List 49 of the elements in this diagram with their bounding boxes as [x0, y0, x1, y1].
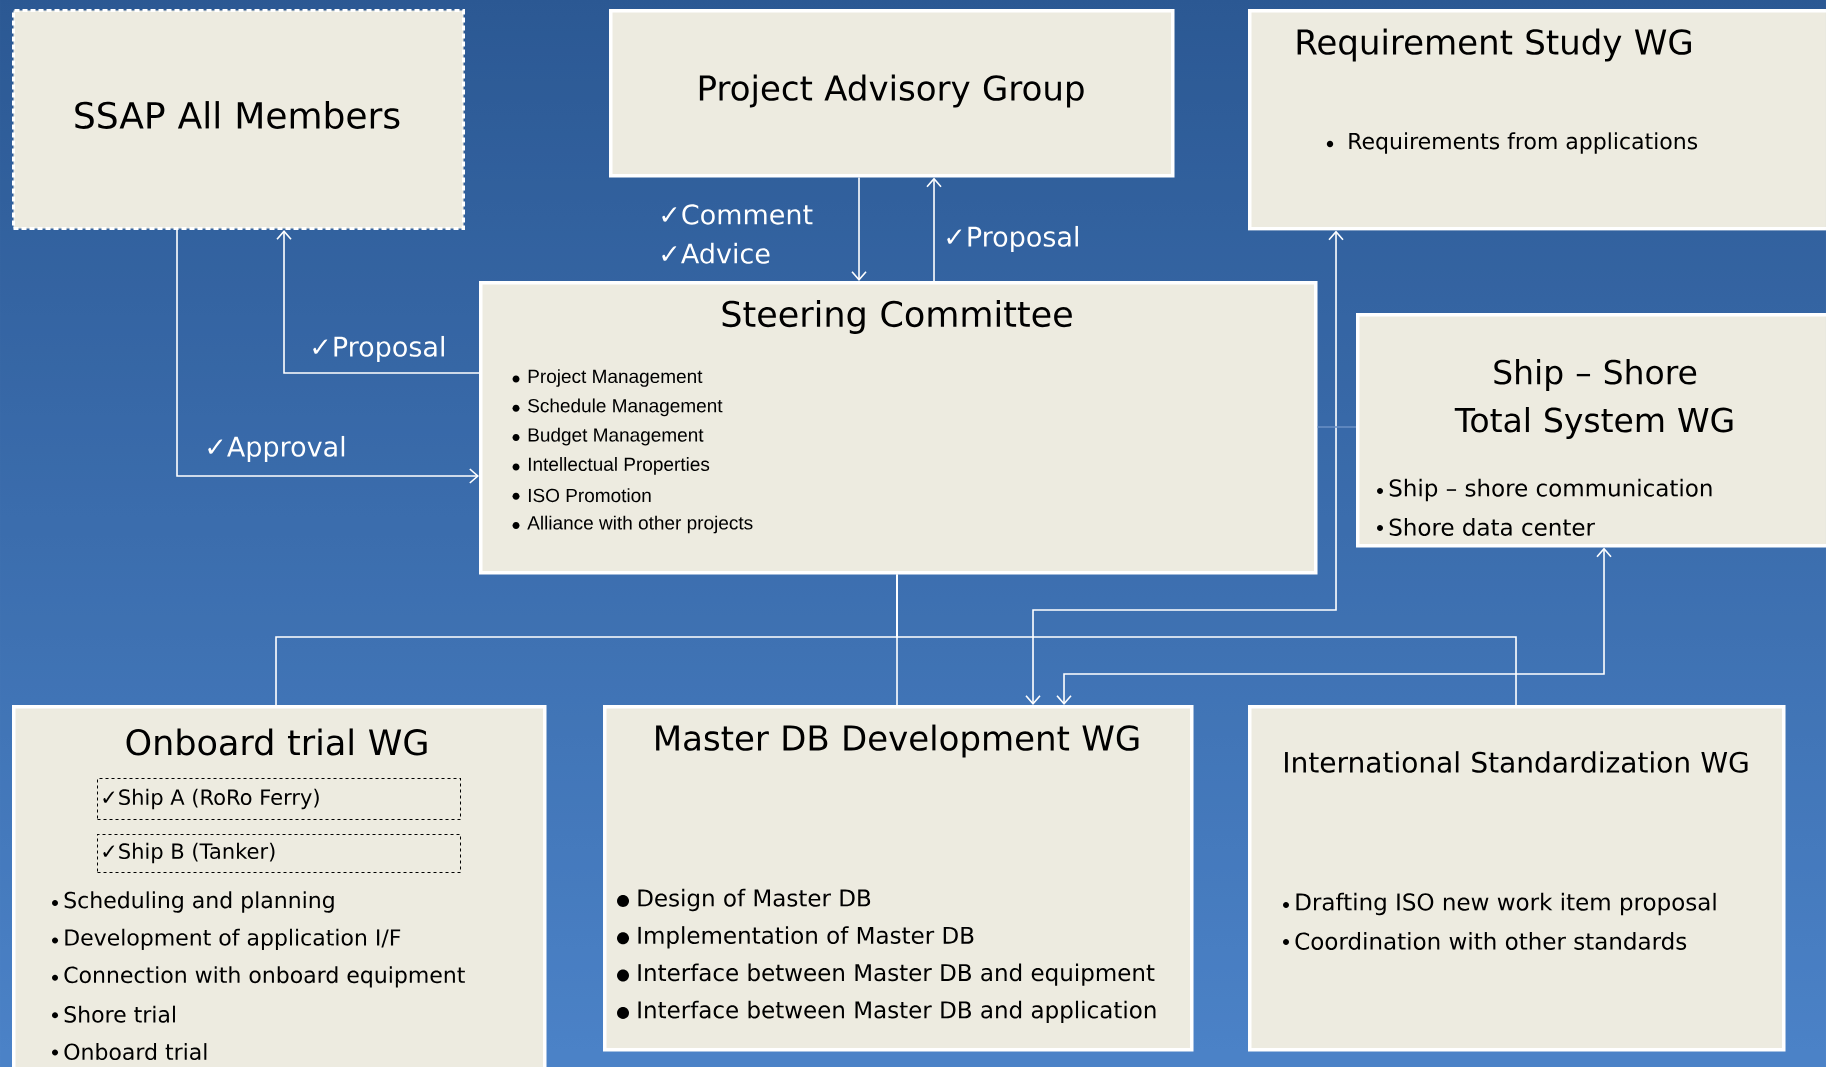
working-group-box: [603, 705, 1194, 1052]
committee-box: [479, 281, 1318, 575]
box-heading: Steering Committee: [722, 300, 1072, 334]
bullet-item: Schedule Management: [512, 398, 723, 417]
working-group-box: [1248, 9, 1826, 231]
arrow: [851, 176, 867, 281]
bullet-item: Design of Master DB: [617, 888, 871, 912]
bullet-item: Scheduling and planning: [52, 891, 334, 913]
bullet-item: Intellectual Properties: [512, 457, 710, 475]
bullet-item: Connection with onboard equipment: [52, 966, 465, 988]
bullet-item: Ship – shore communication: [1377, 478, 1712, 502]
connector-line: [1316, 426, 1357, 428]
bullet-item: Shore trial: [52, 1005, 175, 1023]
bullet-item: Onboard trial: [52, 1043, 207, 1061]
box-heading: Requirement Study WG: [1297, 28, 1691, 62]
box-heading: Project Advisory Group: [699, 74, 1084, 108]
edge-label: ✓Comment ✓Advice: [662, 204, 813, 264]
arrow: [276, 230, 480, 374]
bullet-item: Project Management: [512, 369, 703, 387]
bullet-item: Coordination with other standards: [1283, 932, 1687, 950]
working-group-box: [1356, 313, 1826, 548]
bullet-item: ISO Promotion: [512, 488, 651, 503]
ship-box: ✓Ship B (Tanker): [97, 834, 461, 873]
edge-label: ✓Proposal: [947, 225, 1078, 253]
box-heading: International Standardization WG: [1285, 751, 1748, 773]
bullet-item: Interface between Master DB and equipment: [617, 963, 1155, 986]
group-box: [12, 9, 465, 230]
arrow: [1025, 230, 1344, 705]
box-heading: Master DB Development WG: [656, 724, 1139, 758]
bullet-item: Requirements from applications: [1326, 132, 1698, 154]
arrow: [926, 177, 942, 282]
box-heading: Onboard trial WG: [126, 728, 427, 756]
box-heading: SSAP All Members: [75, 101, 400, 129]
bullet-item: Budget Management: [512, 427, 704, 446]
edge-label: ✓Proposal: [313, 335, 444, 363]
bullet-item: Interface between Master DB and application: [617, 1000, 1156, 1024]
edge-label: ✓Approval: [208, 435, 345, 463]
arrow: [1056, 547, 1612, 705]
connector-line: [896, 573, 1517, 706]
working-group-box: [1248, 705, 1786, 1052]
bullet-item: Development of application I/F: [52, 928, 401, 951]
bullet-item: Alliance with other projects: [512, 515, 753, 534]
bullet-item: Implementation of Master DB: [617, 926, 974, 949]
bullet-item: Shore data center: [1377, 518, 1595, 536]
ship-box: ✓Ship A (RoRo Ferry): [97, 778, 461, 820]
arrow: [176, 229, 479, 484]
group-box: [609, 9, 1175, 178]
box-heading: Ship – Shore Total System WG: [1454, 359, 1733, 439]
bullet-item: Drafting ISO new work item proposal: [1283, 892, 1716, 916]
